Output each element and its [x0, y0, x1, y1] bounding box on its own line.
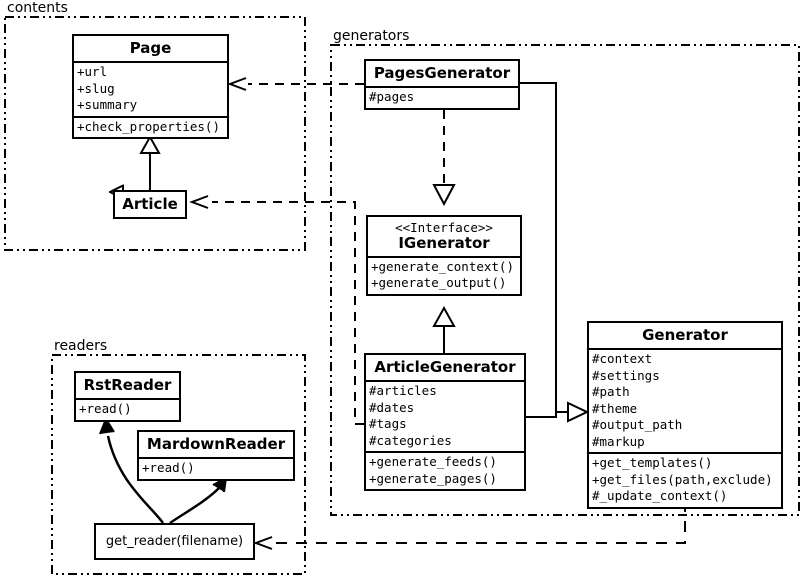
class-operations-generator: +get_templates() +get_files(path,exclude…	[589, 452, 781, 507]
class-operation: +get_files(path,exclude)	[592, 471, 773, 487]
class-title-page: Page	[129, 39, 172, 57]
class-attribute: #output_path	[592, 417, 683, 432]
class-operations-page: +check_properties()	[74, 115, 227, 138]
class-operation: +read()	[79, 401, 132, 416]
relation-pagesgenerator-realizes-igenerator	[432, 110, 456, 207]
class-stereotype-igenerator: <<Interface>>	[395, 220, 493, 235]
class-box-article[interactable]: Article	[113, 190, 187, 219]
relation-articlegenerator-realizes-igenerator	[432, 305, 456, 356]
class-attribute: #tags	[369, 416, 407, 431]
class-operation: +generate_pages()	[369, 470, 497, 486]
relation-pagesgenerator-extends-generator	[520, 82, 568, 413]
class-box-generator[interactable]: Generator #context #settings #path #them…	[587, 321, 783, 509]
class-box-rst-reader[interactable]: RstReader +read()	[74, 371, 181, 422]
package-label-contents: contents	[5, 0, 70, 16]
class-attributes-generator: #context #settings #path #theme #output_…	[589, 348, 781, 452]
class-title-get-reader: get_reader(filename)	[105, 534, 244, 549]
class-attribute: #categories	[369, 432, 452, 448]
class-title-rst-reader: RstReader	[83, 376, 172, 394]
class-attribute: +slug	[77, 80, 115, 96]
relation-article-extends-page	[110, 134, 161, 192]
class-attribute: #articles	[369, 383, 437, 398]
class-attributes-pages-generator: #pages	[366, 86, 518, 108]
class-attribute: #markup	[592, 433, 645, 449]
class-box-pages-generator[interactable]: PagesGenerator #pages	[364, 59, 520, 110]
relation-pagesgenerator-uses-page	[227, 77, 364, 91]
class-attribute: #dates	[369, 399, 415, 415]
class-attribute: #settings	[592, 367, 660, 383]
class-operation: +get_templates()	[592, 455, 713, 470]
class-operation: +generate_feeds()	[369, 454, 497, 469]
class-operation: +generate_context()	[371, 258, 514, 274]
class-attribute: #pages	[369, 89, 415, 104]
class-operations-igenerator: +generate_context() +generate_output()	[368, 255, 520, 294]
class-title-generator: Generator	[642, 326, 728, 344]
class-operations-article-generator: +generate_feeds() +generate_pages()	[366, 451, 524, 489]
class-box-get-reader[interactable]: get_reader(filename)	[94, 523, 255, 560]
class-title-mardown-reader: MardownReader	[146, 435, 286, 453]
class-operations-mardown-reader: +read()	[139, 457, 293, 479]
relation-articlegenerator-extends-generator	[526, 401, 590, 423]
class-operation: +generate_output()	[371, 275, 507, 291]
package-label-generators: generators	[331, 28, 412, 44]
class-attribute: +summary	[77, 97, 138, 112]
class-attributes-page: +url +slug +summary	[74, 61, 227, 116]
class-title-igenerator: IGenerator	[398, 233, 490, 252]
class-box-page[interactable]: Page +url +slug +summary +check_properti…	[72, 34, 229, 139]
class-attributes-article-generator: #articles #dates #tags #categories	[366, 380, 524, 451]
class-operations-rst-reader: +read()	[76, 398, 179, 420]
class-attribute: +url	[77, 64, 108, 79]
class-operation: +read()	[142, 460, 195, 475]
relation-articlegenerator-uses-article	[189, 195, 364, 425]
class-attribute: #path	[592, 384, 630, 399]
class-operation: #_update_context()	[592, 488, 728, 503]
class-title-article-generator: ArticleGenerator	[374, 358, 516, 376]
class-title-pages-generator: PagesGenerator	[373, 64, 511, 82]
class-operation: +check_properties()	[77, 118, 220, 134]
relation-getreader-creates-mardownreader	[169, 477, 227, 525]
class-attribute: #theme	[592, 400, 638, 416]
class-title-article: Article	[122, 195, 178, 213]
class-box-mardown-reader[interactable]: MardownReader +read()	[137, 430, 295, 481]
class-box-igenerator[interactable]: <<Interface>> IGenerator +generate_conte…	[366, 215, 522, 296]
package-label-readers: readers	[52, 338, 110, 354]
class-attribute: #context	[592, 351, 653, 366]
class-box-article-generator[interactable]: ArticleGenerator #articles #dates #tags …	[364, 353, 526, 491]
